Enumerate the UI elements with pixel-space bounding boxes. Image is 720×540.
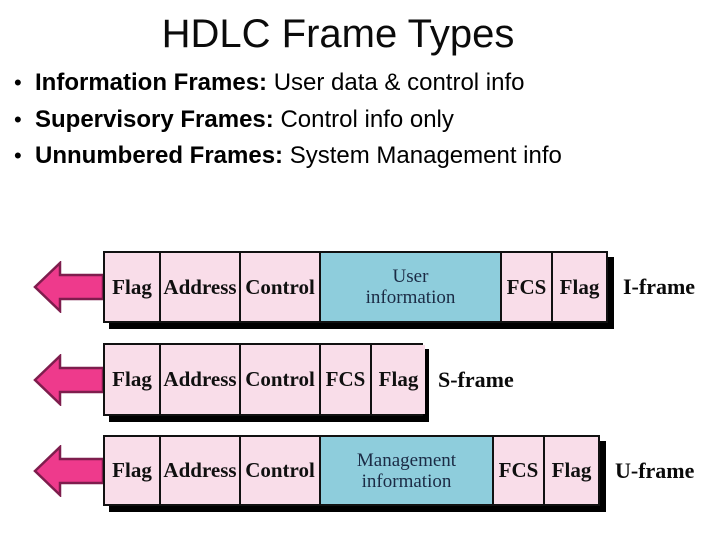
frame-cell: Address — [159, 437, 239, 504]
frame-cell: Control — [239, 345, 319, 414]
left-arrow-icon — [33, 353, 103, 406]
frame-cell: Flag — [105, 437, 159, 504]
frame-cell: Address — [159, 345, 239, 414]
frame-type-label: S-frame — [438, 366, 514, 392]
frame-cell: Control — [239, 437, 319, 504]
bullet-item: • Supervisory Frames: Control info only — [12, 102, 702, 139]
frame-cell: FCS — [500, 253, 551, 321]
bullet-icon: • — [14, 70, 22, 96]
bullet-term: Supervisory Frames: — [35, 105, 274, 133]
bullet-text: User data & control info — [267, 69, 525, 97]
frame-cell: Address — [159, 253, 239, 321]
bullet-item: • Information Frames: User data & control… — [12, 65, 702, 102]
bullet-list: • Information Frames: User data & control… — [12, 65, 702, 175]
frame-cell: Flag — [105, 253, 159, 321]
frame-cell: FCS — [492, 437, 543, 504]
bullet-icon: • — [14, 143, 22, 169]
frame-cell: Flag — [105, 345, 159, 414]
left-arrow-icon — [33, 261, 103, 313]
left-arrow-icon — [33, 444, 103, 497]
info-cell: User information — [319, 253, 500, 321]
bullet-text: System Management info — [283, 142, 562, 170]
bullet-item: • Unnumbered Frames: System Management in… — [12, 138, 702, 175]
bullet-term: Information Frames: — [35, 69, 268, 97]
frame-cell: Flag — [551, 253, 606, 321]
frame-cell: FCS — [319, 345, 370, 414]
frame-type-label: I-frame — [623, 274, 696, 299]
bullet-term: Unnumbered Frames: — [35, 142, 284, 170]
frame-cell: Flag — [543, 437, 598, 504]
frame-type-label: U-frame — [615, 457, 695, 483]
bullet-text: Control info only — [273, 105, 454, 133]
frame-cell: Flag — [370, 345, 425, 414]
info-cell: Management information — [319, 437, 492, 504]
frame-cell: Control — [239, 253, 319, 321]
bullet-icon: • — [14, 106, 22, 132]
slide-title: HDLC Frame Types — [161, 12, 515, 56]
